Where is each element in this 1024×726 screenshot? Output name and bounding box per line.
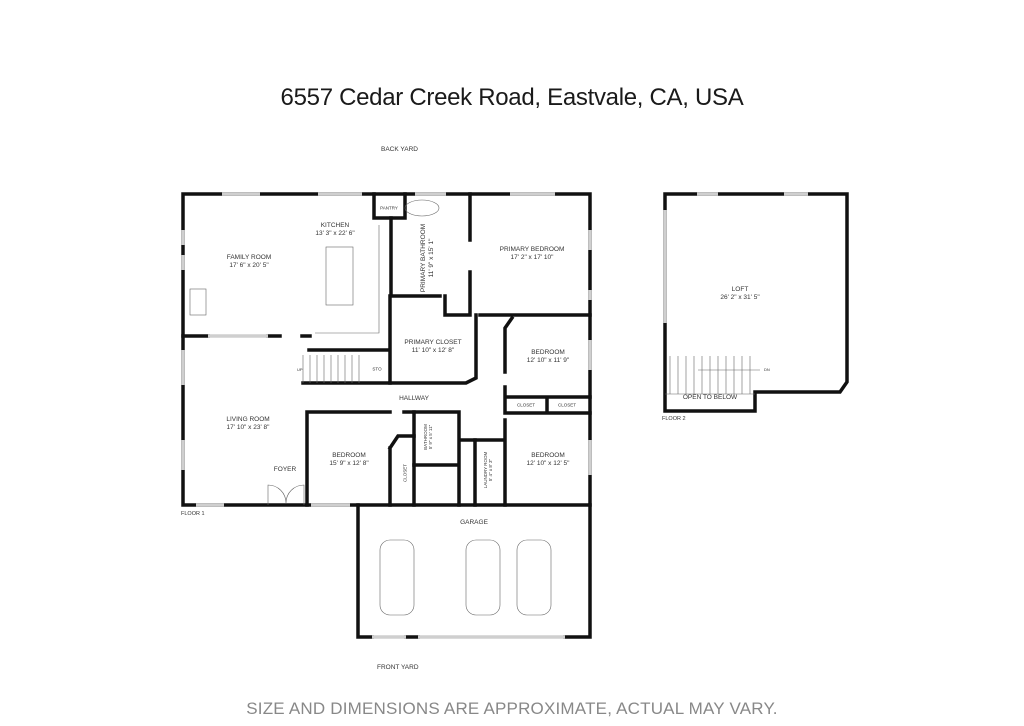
windows <box>181 192 808 639</box>
room-open-to-below: OPEN TO BELOW <box>682 394 738 401</box>
front-yard-label: FRONT YARD <box>377 664 419 671</box>
floor-1-label: FLOOR 1 <box>181 511 205 517</box>
back-yard-label: BACK YARD <box>381 146 418 153</box>
room-closet-1: CLOSET <box>516 402 536 408</box>
room-closet-3: CLOSET <box>402 463 408 483</box>
floor-1-walls <box>181 192 849 639</box>
room-hallway: HALLWAY <box>399 395 429 402</box>
room-foyer: FOYER <box>273 466 297 473</box>
stair-down-label: DN <box>764 367 770 372</box>
disclaimer-footer: SIZE AND DIMENSIONS ARE APPROXIMATE, ACT… <box>246 699 778 718</box>
floor-2-label: FLOOR 2 <box>662 416 686 422</box>
fixtures <box>189 199 760 616</box>
car-icons <box>379 539 552 616</box>
stair-up-label: UP <box>297 367 303 372</box>
property-address-title: 6557 Cedar Creek Road, Eastvale, CA, USA <box>280 84 744 111</box>
room-storage: STO <box>372 366 382 372</box>
room-pantry: PANTRY <box>380 205 398 211</box>
room-garage: GARAGE <box>460 519 488 526</box>
room-closet-2: CLOSET <box>557 402 577 408</box>
